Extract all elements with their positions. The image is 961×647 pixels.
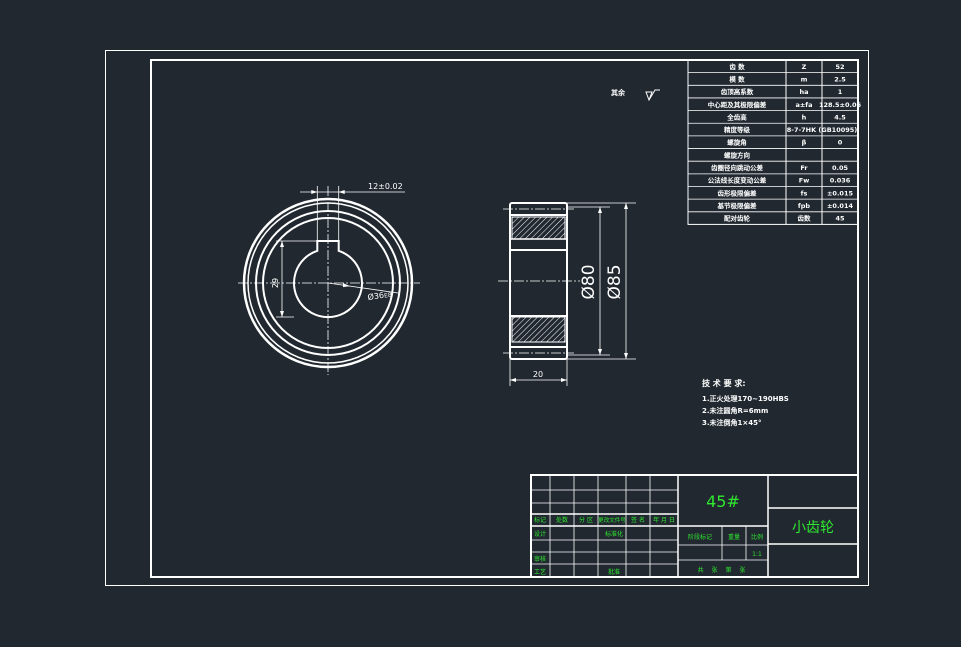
title-block: 标记 处数 分 区 更改文件号 签 名 年 月 日 设计 标准化 审核 工艺 批… [530,474,859,578]
scale-value: 1:1 [752,551,762,558]
param-symbol: 8-7-7HK (GB10095) [787,126,858,134]
param-value: 4.5 [834,113,846,121]
param-value: 2.5 [834,75,846,83]
param-name: 螺旋方向 [724,150,751,159]
param-name: 配对齿轮 [724,214,751,223]
param-value: 45 [835,215,845,223]
param-value: 128.5±0.06 [819,101,862,109]
gear-parameter-table: 齿 数 Z 52 模 数 m 2.5 齿顶高系数 ha 1 中心距及其极限偏差 a±fa 128.5±… [687,59,862,225]
param-symbol: Fw [799,177,809,185]
bore-with-keyway [293,240,363,319]
outer-border [105,50,869,586]
tb-label-scale: 比例 [751,533,763,541]
param-name: 基节极限偏差 [717,201,758,210]
face-width-text: 20 [533,370,543,379]
param-name: 齿形极限偏差 [718,188,758,197]
tb-label-zone: 分 区 [579,516,593,524]
param-name: 模 数 [729,74,745,83]
param-symbol: ha [799,88,808,96]
root-circle [255,210,401,356]
param-symbol: a±fa [795,101,812,109]
tb-label-design: 设计 [534,530,546,538]
technical-requirements: 技 术 要 求: 1.正火处理170~190HBS 2.未注圆角R=6mm 3.… [702,378,789,427]
param-value: ±0.015 [827,189,853,197]
bore-diameter-value: Ø36 [367,290,385,302]
param-symbol: Fr [800,164,808,172]
param-name: 齿圈径向跳动公差 [711,163,764,172]
tech-req-item-2: 2.未注圆角R=6mm [702,406,768,415]
hub-diameter-text: Ø80 [579,264,599,299]
inner-frame [150,59,859,578]
tech-req-title: 技 术 要 求: [702,378,746,388]
tb-label-approve: 批准 [608,568,620,576]
gear-section-view: Ø80 Ø85 20 [498,202,636,386]
title-block-left-grid [531,475,679,577]
param-symbol: 齿数 [798,214,812,223]
bore-tolerance-class: E8 [384,292,393,300]
param-symbol: β [802,139,807,147]
param-name: 精度等级 [724,125,751,134]
surface-finish-note: 其余 [611,88,660,102]
part-name-text: 小齿轮 [792,520,834,536]
param-name: 齿 数 [729,62,745,71]
param-value: 0.036 [830,177,851,185]
section-hatch-top [511,216,566,240]
param-name: 公法线长度变动公差 [708,176,767,185]
tb-label-sign: 签 名 [631,516,645,524]
tb-label-process: 工艺 [534,568,546,576]
tech-req-item-3: 3.未注倒角1×45° [702,418,762,427]
bore-diameter-text: Ø36E8 [367,289,392,302]
pitch-circle [247,202,409,364]
params-outline [687,59,859,225]
param-name: 螺旋角 [727,138,747,147]
param-symbol: h [802,113,807,121]
face-width-arrows [510,378,567,382]
param-symbol: fs [801,189,808,197]
hub-circle [262,217,394,349]
tip-diameter-text: Ø85 [605,264,625,299]
bore-diameter-label: Ø36E8 [367,289,392,302]
param-symbol: m [801,75,808,83]
roughness-symbol-icon [645,89,660,102]
keyway-depth-text: 29 [271,278,280,288]
tb-label-mark: 标记 [534,516,546,524]
param-value: 1 [838,88,843,96]
param-name: 全齿高 [726,112,747,121]
keyway-width-text: 12±0.02 [368,182,403,191]
tb-label-count: 处数 [556,516,568,524]
param-value: 0.05 [832,164,849,172]
gear-front-view: 12±0.02 29 Ø36E8 [238,182,420,375]
param-value: ±0.014 [827,202,853,210]
param-symbol: fpb [798,202,810,210]
bore-leader-line [327,282,399,294]
param-value: 52 [835,63,844,71]
section-hatch-bottom [511,316,566,343]
sheet-label: 共 张 第 张 [698,566,749,574]
tb-label-weight: 重量 [728,533,740,541]
tb-label-check: 审核 [534,555,546,563]
tb-label-date: 年 月 日 [653,516,675,524]
material-text: 45# [706,492,740,511]
param-name: 中心距及其极限偏差 [708,100,767,109]
tb-label-stage: 阶段标记 [688,533,712,541]
tech-req-item-1: 1.正火处理170~190HBS [702,394,789,403]
tb-label-change-doc: 更改文件号 [598,516,626,524]
param-value: 0 [838,139,843,147]
surface-finish-label: 其余 [611,88,626,97]
param-name: 齿顶高系数 [721,87,754,96]
param-symbol: Z [802,63,807,71]
tb-label-standard: 标准化 [605,530,623,538]
tip-circle [242,197,414,369]
bore-leader-arrow [343,283,350,288]
